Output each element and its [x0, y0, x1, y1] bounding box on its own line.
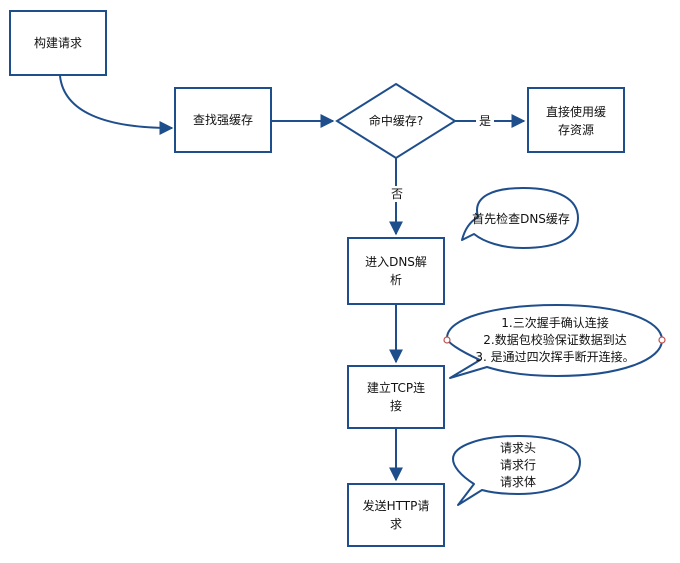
callout-dns-note: 首先检查DNS缓存 [461, 187, 579, 249]
node-use-cache-label-line1: 直接使用缓 [546, 104, 606, 119]
callout-tcp-note-line2: 2.数据包校验保证数据到达 [483, 332, 626, 347]
callout-tcp-note-line3: 3. 是通过四次挥手断开连接。 [475, 349, 634, 364]
callout-http-note-line1: 请求头 [500, 441, 536, 455]
node-send-http: 发送HTTP请 求 [347, 483, 445, 547]
node-use-cache-label-line2: 存资源 [558, 123, 594, 137]
node-build-request: 构建请求 [9, 10, 107, 76]
callout-http-note-line3: 请求体 [500, 475, 536, 489]
callout-tcp-left-handle [443, 336, 451, 344]
arrow-build-to-check [59, 75, 174, 135]
node-check-strong-cache: 查找强缓存 [174, 87, 272, 153]
node-check-strong-cache-label: 查找强缓存 [193, 113, 253, 127]
node-tcp-connect: 建立TCP连 接 [347, 365, 445, 429]
node-send-http-label-line2: 求 [390, 517, 402, 531]
decision-cache-hit: 命中缓存? [335, 82, 457, 160]
node-use-cache: 直接使用缓 存资源 [527, 87, 625, 153]
edge-label-no: 否 [391, 187, 403, 201]
node-tcp-connect-label-line2: 接 [390, 398, 402, 413]
callout-http-note: 请求头 请求行 请求体 [452, 435, 581, 506]
decision-cache-hit-label: 命中缓存? [369, 113, 423, 128]
node-tcp-connect-label-line1: 建立TCP连 [367, 380, 425, 395]
node-dns-resolve-label-line1: 进入DNS解 [365, 255, 427, 269]
callout-tcp-note-line1: 1.三次握手确认连接 [501, 315, 608, 330]
callout-tcp-right-handle [658, 336, 666, 344]
node-send-http-label-line1: 发送HTTP请 [363, 498, 430, 513]
connectors [59, 75, 526, 482]
node-dns-resolve: 进入DNS解 析 [347, 237, 445, 305]
edge-label-yes: 是 [479, 114, 491, 128]
node-dns-resolve-label-line2: 析 [390, 273, 402, 287]
callout-tcp-note: 1.三次握手确认连接 2.数据包校验保证数据到达 3. 是通过四次挥手断开连接。 [443, 304, 666, 379]
callout-http-note-line2: 请求行 [500, 458, 536, 472]
callout-dns-note-text: 首先检查DNS缓存 [472, 211, 570, 226]
node-build-request-label: 构建请求 [34, 35, 82, 50]
